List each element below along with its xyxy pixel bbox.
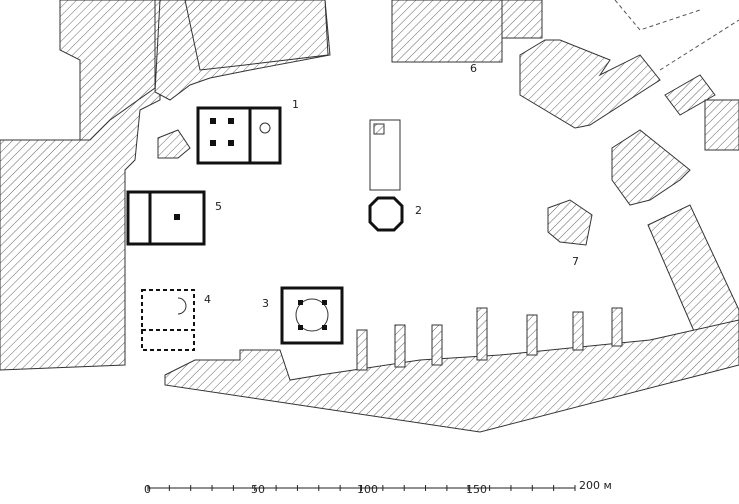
building-2-plan <box>368 119 404 232</box>
right-small-block <box>664 74 716 116</box>
building-3-plan <box>280 286 344 345</box>
scale-tick-50: 50 <box>251 483 265 496</box>
label-building-5: 5 <box>215 200 222 213</box>
building-6-block <box>391 0 503 63</box>
label-building-4: 4 <box>204 293 211 306</box>
bottom-fortification-wall <box>164 319 739 433</box>
right-lower-wall <box>647 204 739 346</box>
dashed-plot-outline <box>614 0 739 71</box>
building-7-plan <box>547 199 593 246</box>
label-building-3: 3 <box>262 297 269 310</box>
left-upper-wall <box>59 0 156 141</box>
building-1-porch <box>157 129 191 159</box>
building-6-annex <box>501 0 543 39</box>
scale-tick-0: 0 <box>144 483 151 496</box>
right-angled-building <box>519 39 661 129</box>
label-building-1: 1 <box>292 98 299 111</box>
building-5-plan <box>126 190 206 246</box>
scale-tick-200: 200 м <box>579 479 612 492</box>
right-courtyard-building <box>611 129 691 206</box>
scale-bar: 0 50 100 150 200 м <box>144 479 612 496</box>
building-4-plan <box>141 289 195 351</box>
top-inner-building <box>184 0 329 71</box>
label-building-2: 2 <box>415 204 422 217</box>
wall-towers <box>356 307 623 371</box>
scale-tick-100: 100 <box>357 483 378 496</box>
label-building-6: 6 <box>470 62 477 75</box>
right-edge-block <box>704 99 739 151</box>
building-1-plan <box>196 106 282 165</box>
scale-tick-150: 150 <box>466 483 487 496</box>
label-building-7: 7 <box>572 255 579 268</box>
